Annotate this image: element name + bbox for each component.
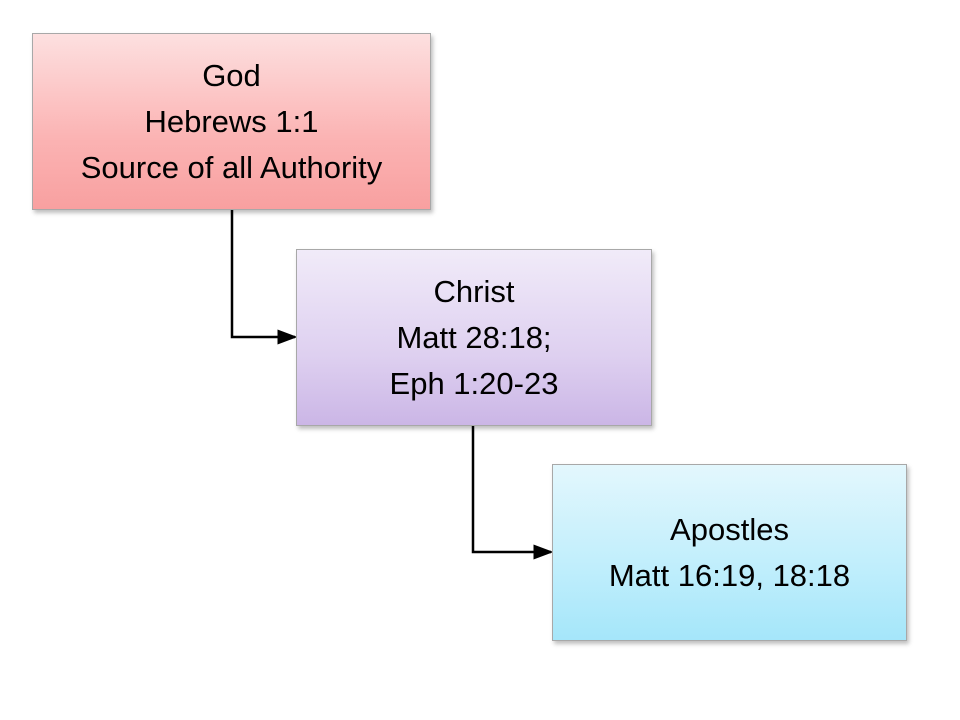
node-reference: Matt 16:19, 18:18 [608,557,851,593]
node-title: God [202,57,261,93]
node-description: Source of all Authority [80,149,383,185]
node-reference: Hebrews 1:1 [144,103,319,139]
connector-christ-to-apostles [471,426,554,560]
node-god: God Hebrews 1:1 Source of all Authority [32,33,431,210]
connector-god-to-christ [230,210,298,345]
node-apostles: Apostles Matt 16:19, 18:18 [552,464,907,641]
node-reference: Matt 28:18; [396,319,552,355]
node-christ: Christ Matt 28:18; Eph 1:20-23 [296,249,652,426]
node-reference: Eph 1:20-23 [389,365,559,401]
node-title: Christ [433,273,515,309]
node-title: Apostles [670,511,789,547]
